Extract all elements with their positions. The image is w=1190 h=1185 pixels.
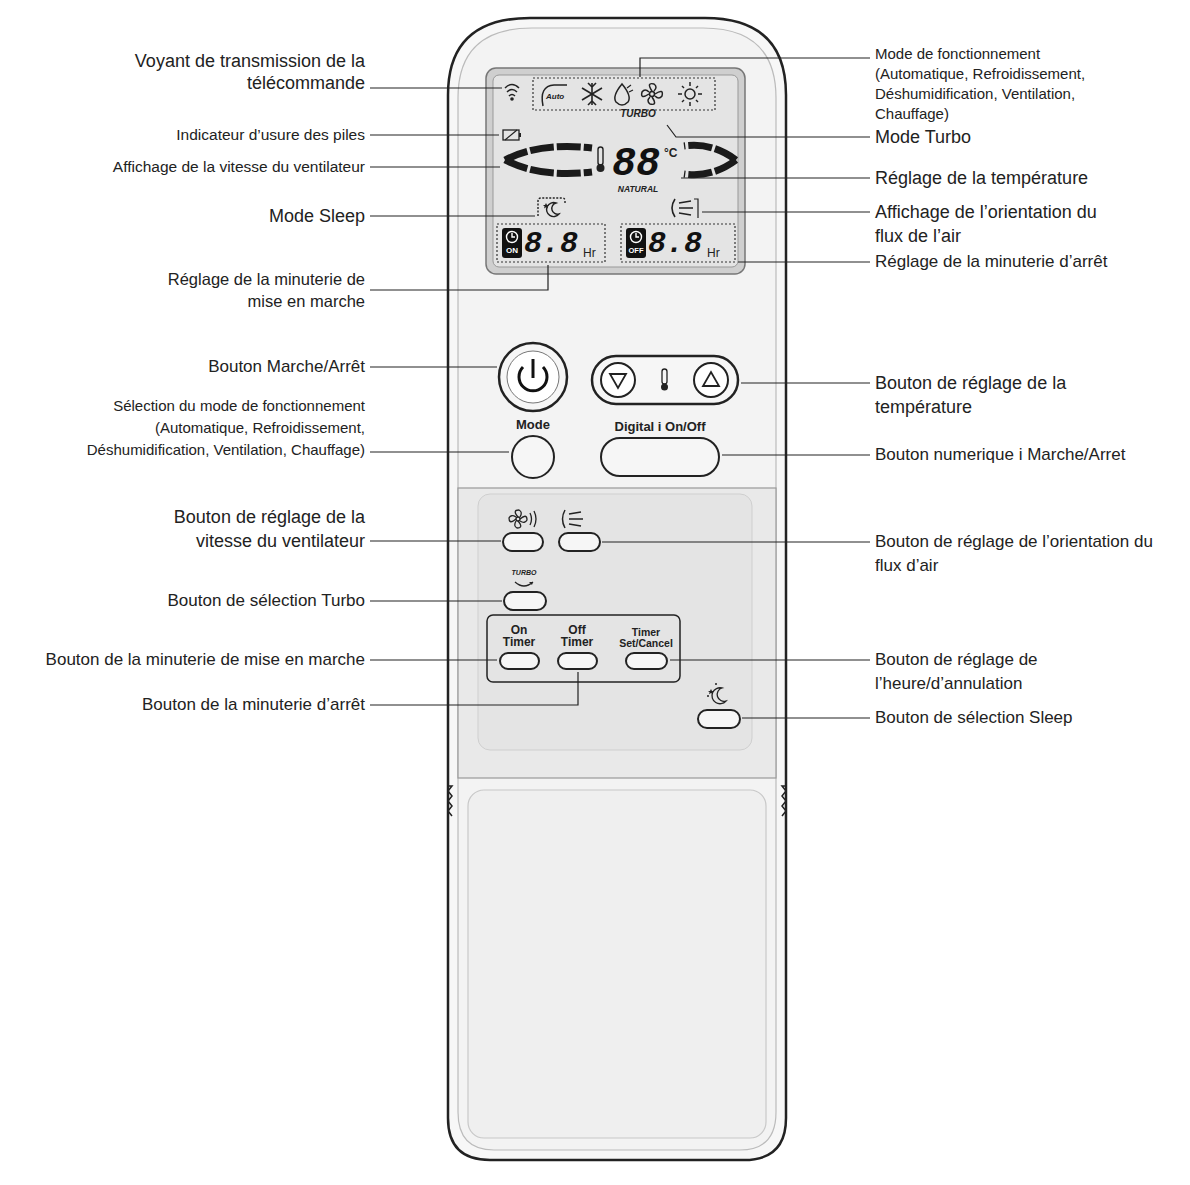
callout-label: Bouton de sélection Turbo — [167, 590, 365, 612]
remote-button: On Timer — [496, 624, 542, 670]
lcd-turbo: TURBO — [614, 108, 662, 120]
button-label: On Timer — [496, 624, 542, 648]
callout-label: Bouton Marche/Arrêt — [208, 356, 365, 378]
button-label: Off Timer — [554, 624, 600, 648]
callout-label: Bouton de la minuterie de mise en marche — [46, 649, 365, 671]
callout-label: Bouton de réglage de l’heure/d’annulatio… — [875, 648, 1085, 696]
callout-label: Bouton de réglage de la température — [875, 371, 1100, 419]
lcd-timer-tag: OFF — [626, 246, 646, 256]
lcd-timer-tag: ON — [502, 246, 522, 256]
callout-label: Mode Turbo — [875, 126, 971, 148]
button-label: Timer Set/Cancel — [614, 627, 678, 648]
callout-label: Sélection du mode de fonctionnement (Aut… — [53, 395, 365, 461]
button-label: Mode — [501, 418, 565, 431]
lcd-digits: 8.8 — [524, 229, 578, 259]
callout-label: Bouton de réglage de la vitesse du venti… — [150, 505, 365, 553]
button-shape — [511, 435, 555, 479]
lcd-digits: 8.8 — [648, 229, 702, 259]
button-shape — [600, 437, 720, 477]
button-shape — [625, 652, 668, 670]
callout-label: Mode Sleep — [269, 205, 365, 227]
remote-button: Mode — [501, 418, 565, 479]
callout-label: Affichage de l’orientation du flux de l’… — [875, 200, 1125, 248]
callout-label: Bouton numerique i Marche/Arret — [875, 444, 1125, 466]
lcd-icon-text: Auto — [546, 92, 564, 102]
callout-label: Affichage de la vitesse du ventilateur — [113, 157, 365, 177]
callout-label: Voyant de transmission de la télécommand… — [115, 50, 365, 94]
callout-label: Bouton de sélection Sleep — [875, 707, 1073, 729]
button-shape — [557, 652, 598, 670]
lcd-unit: °C — [664, 146, 677, 160]
button-shape — [499, 652, 540, 670]
remote-button: Off Timer — [554, 624, 600, 670]
callout-label: Bouton de la minuterie d’arrêt — [142, 694, 365, 716]
lcd-digits: 88 — [606, 145, 666, 185]
callout-label: Mode de fonctionnement (Automatique, Ref… — [875, 44, 1107, 124]
button-icon-text: TURBO — [505, 569, 543, 577]
callout-label: Réglage de la minuterie de mise en march… — [165, 268, 365, 312]
lcd-unit: Hr — [583, 246, 596, 260]
callout-label: Indicateur d’usure des piles — [176, 125, 365, 145]
button-label: Digital i On/Off — [593, 420, 727, 433]
remote-button: Timer Set/Cancel — [614, 627, 678, 670]
callout-label: Bouton de réglage de l’orientation du fl… — [875, 530, 1175, 578]
lcd-unit: Hr — [707, 246, 720, 260]
remote-button: Digital i On/Off — [593, 420, 727, 477]
callout-label: Réglage de la minuterie d’arrêt — [875, 251, 1107, 273]
callout-label: Réglage de la température — [875, 167, 1088, 189]
lcd-natural: NATURAL — [608, 184, 668, 194]
